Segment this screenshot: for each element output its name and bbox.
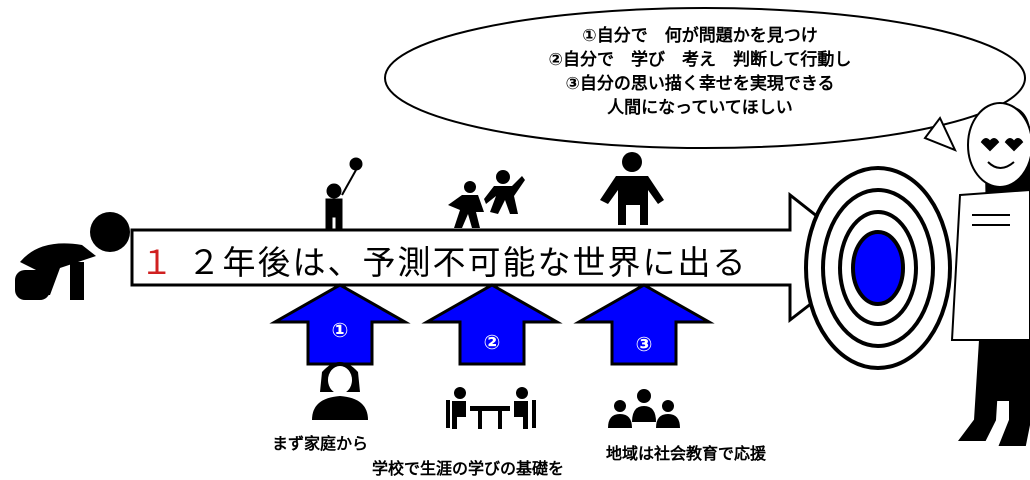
- support-number-3: ③: [635, 332, 653, 356]
- adult-icon: [600, 152, 664, 225]
- target-icon: [804, 166, 952, 370]
- child-with-balloon-icon: [325, 157, 363, 229]
- bubble-line-1: ①自分で 何が問題かを見つけ: [582, 26, 818, 46]
- caption-community: 地域は社会教育で応援: [606, 444, 767, 463]
- kids-playing-icon: [448, 170, 525, 228]
- bubble-line-3: ③自分の思い描く幸せを実現できる: [565, 74, 835, 94]
- bubble-line-2: ②自分で 学び 考え 判断して行動し: [548, 50, 852, 70]
- support-arrow-3: [573, 283, 715, 366]
- arrow-label-text: ２年後は、予測不可能な世界に出る: [175, 243, 748, 282]
- baby-icon: [15, 212, 130, 300]
- support-number-2: ②: [483, 330, 501, 354]
- mother-icon: [312, 362, 368, 420]
- bubble-line-4: 人間になっていてほしい: [607, 98, 793, 118]
- speech-bubble: [384, 7, 1026, 152]
- community-icon: [608, 389, 680, 428]
- girl-icon: [950, 102, 1030, 446]
- school-icon: [446, 387, 536, 429]
- caption-home: まず家庭から: [272, 434, 369, 453]
- support-arrow-2: [421, 283, 563, 366]
- arrow-label-highlight: １: [140, 243, 175, 282]
- support-number-1: ①: [331, 318, 349, 342]
- caption-school: 学校で生涯の学びの基礎を: [372, 459, 565, 478]
- main-arrow-label: １ ２年後は、予測不可能な世界に出る: [140, 236, 748, 284]
- speech-bubble-text: ①自分で 何が問題かを見つけ ②自分で 学び 考え 判断して行動し ③自分の思い…: [420, 24, 980, 120]
